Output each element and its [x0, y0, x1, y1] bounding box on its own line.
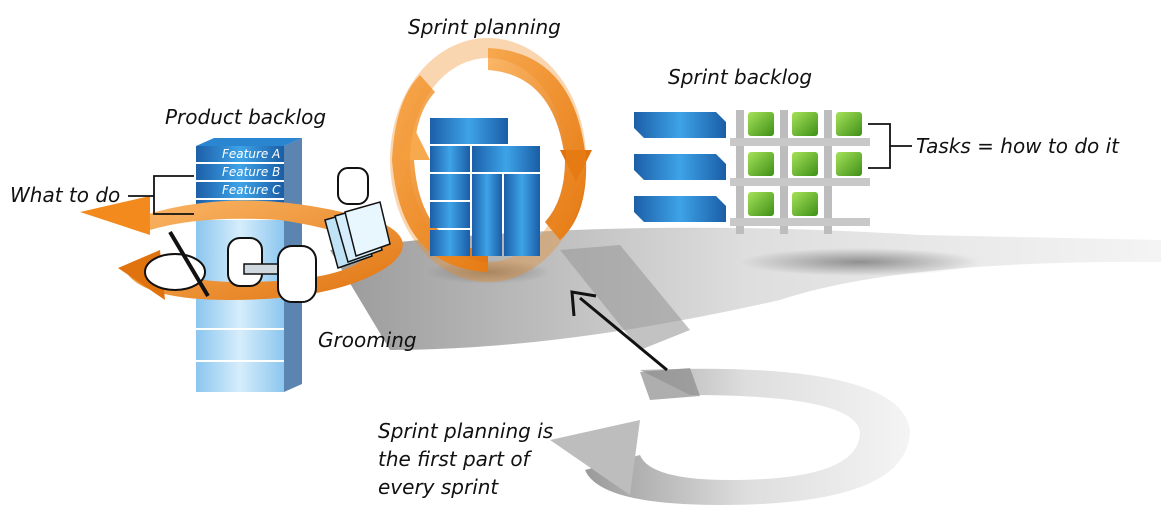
- feature-a-label: Feature A: [222, 147, 280, 161]
- sprint-backlog-shadow: [740, 248, 980, 276]
- sprint-cycle-ring: [585, 368, 910, 505]
- feature-c-label: Feature C: [222, 183, 281, 197]
- hand-open-icon: [277, 245, 317, 303]
- sprint-cycle-dark-segment: [640, 368, 700, 400]
- what-to-do-bracket: [153, 175, 194, 215]
- tasks-label: Tasks = how to do it: [916, 134, 1120, 158]
- note-line-1: Sprint planning is: [378, 419, 553, 443]
- product-backlog-label: Product backlog: [165, 105, 326, 129]
- hand-measuring-icon: [227, 237, 295, 287]
- sprint-backlog-label: Sprint backlog: [668, 65, 812, 89]
- note-line-2: the first part of: [378, 447, 533, 471]
- pointer-arrow-head: [570, 290, 597, 317]
- hand-writing-icon: [144, 230, 210, 298]
- task-cubes: [748, 112, 862, 216]
- grooming-label: Grooming: [318, 328, 417, 352]
- hand-cards-icon: [324, 167, 391, 269]
- note-line-3: every sprint: [378, 475, 499, 499]
- what-to-do-label: What to do: [10, 183, 120, 207]
- sprint-backlog-grid: [730, 110, 870, 234]
- sprint-planning-blocks: [430, 118, 540, 256]
- tasks-bracket: [868, 123, 891, 169]
- grooming-arrowhead-left: [80, 196, 150, 235]
- pointer-arrow-line: [579, 296, 668, 372]
- sprint-path-dark-segment: [560, 245, 690, 350]
- feature-b-label: Feature B: [222, 165, 280, 179]
- sprint-backlog-items: [634, 112, 726, 222]
- sprint-cycle-arrowhead: [550, 420, 640, 495]
- sprint-planning-label: Sprint planning: [408, 15, 561, 39]
- sprint-planning-cycle: [390, 38, 592, 284]
